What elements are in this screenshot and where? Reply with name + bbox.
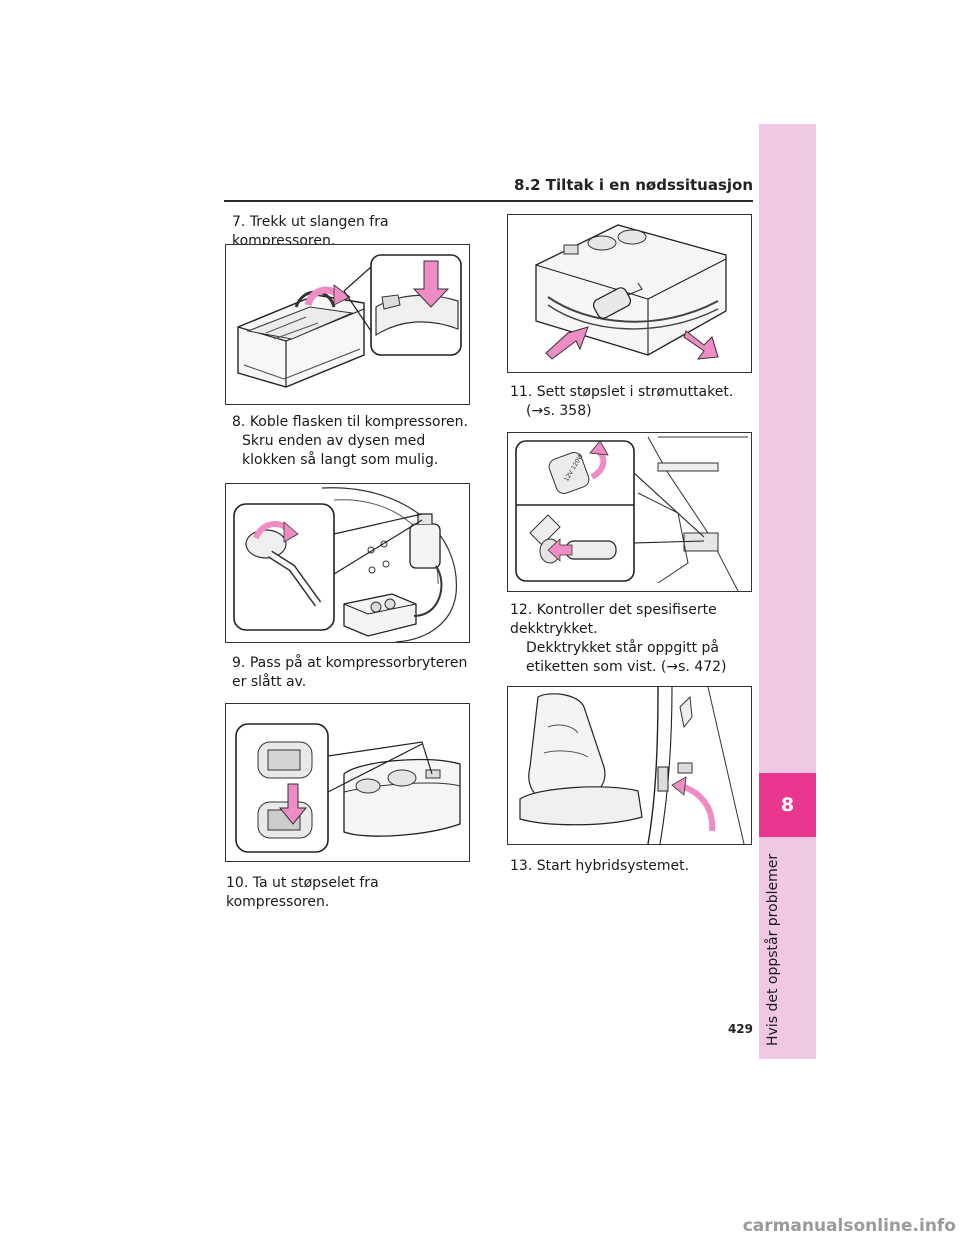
step-number: 13. (510, 858, 533, 874)
figure-bottle-connect (225, 483, 470, 643)
step-8: 8. Koble flasken til kompressoren. Skru … (232, 413, 472, 470)
step-text: Start hybridsystemet. (536, 858, 690, 874)
figure-unplug-compressor (507, 214, 752, 373)
step-number: 11. (510, 384, 533, 400)
step-number: 7. (232, 214, 246, 230)
figure-compressor-hose (225, 244, 470, 405)
step-9: 9. Pass på at kompressorbryteren er slåt… (232, 654, 472, 692)
step-number: 9. (232, 655, 246, 671)
step-number: 10. (226, 875, 249, 891)
step-13: 13. Start hybridsystemet. (510, 857, 750, 876)
step-number: 8. (232, 414, 246, 430)
figure-compressor-switch (225, 703, 470, 862)
section-header: 8.2 Tiltak i en nødssituasjon (514, 176, 753, 194)
step-text: Koble flasken til kompressoren. (249, 414, 468, 430)
chapter-number-badge: 8 (759, 773, 816, 837)
step-text: Kontroller det spesifiserte dekktrykket. (510, 602, 717, 637)
chapter-number: 8 (780, 794, 795, 816)
step-subtext: Dekktrykket står oppgitt på etiketten so… (526, 640, 727, 675)
footer-watermark: carmanualsonline.info (742, 1216, 956, 1236)
header-rule (224, 200, 753, 202)
step-text: Ta ut støpselet fra kompressoren. (226, 875, 379, 910)
chapter-tab-strip (759, 124, 816, 1059)
step-subtext: Skru enden av dysen med klokken så langt… (242, 433, 439, 468)
step-text: Pass på at kompressorbryteren er slått a… (232, 655, 468, 690)
figure-power-outlet: 12V 120W (507, 432, 752, 592)
step-10: 10. Ta ut støpselet fra kompressoren. (226, 874, 486, 912)
chapter-title: Hvis det oppstår problemer (765, 853, 781, 1046)
step-number: 12. (510, 602, 533, 618)
page-reference: (→s. 358) (526, 403, 592, 419)
page-number: 429 (727, 1022, 753, 1036)
step-11: 11. Sett støpslet i strømuttaket. (→s. 3… (510, 383, 750, 421)
step-12: 12. Kontroller det spesifiserte dekktryk… (510, 601, 750, 677)
figure-tire-label (507, 686, 752, 845)
step-text: Sett støpslet i strømuttaket. (536, 384, 734, 400)
